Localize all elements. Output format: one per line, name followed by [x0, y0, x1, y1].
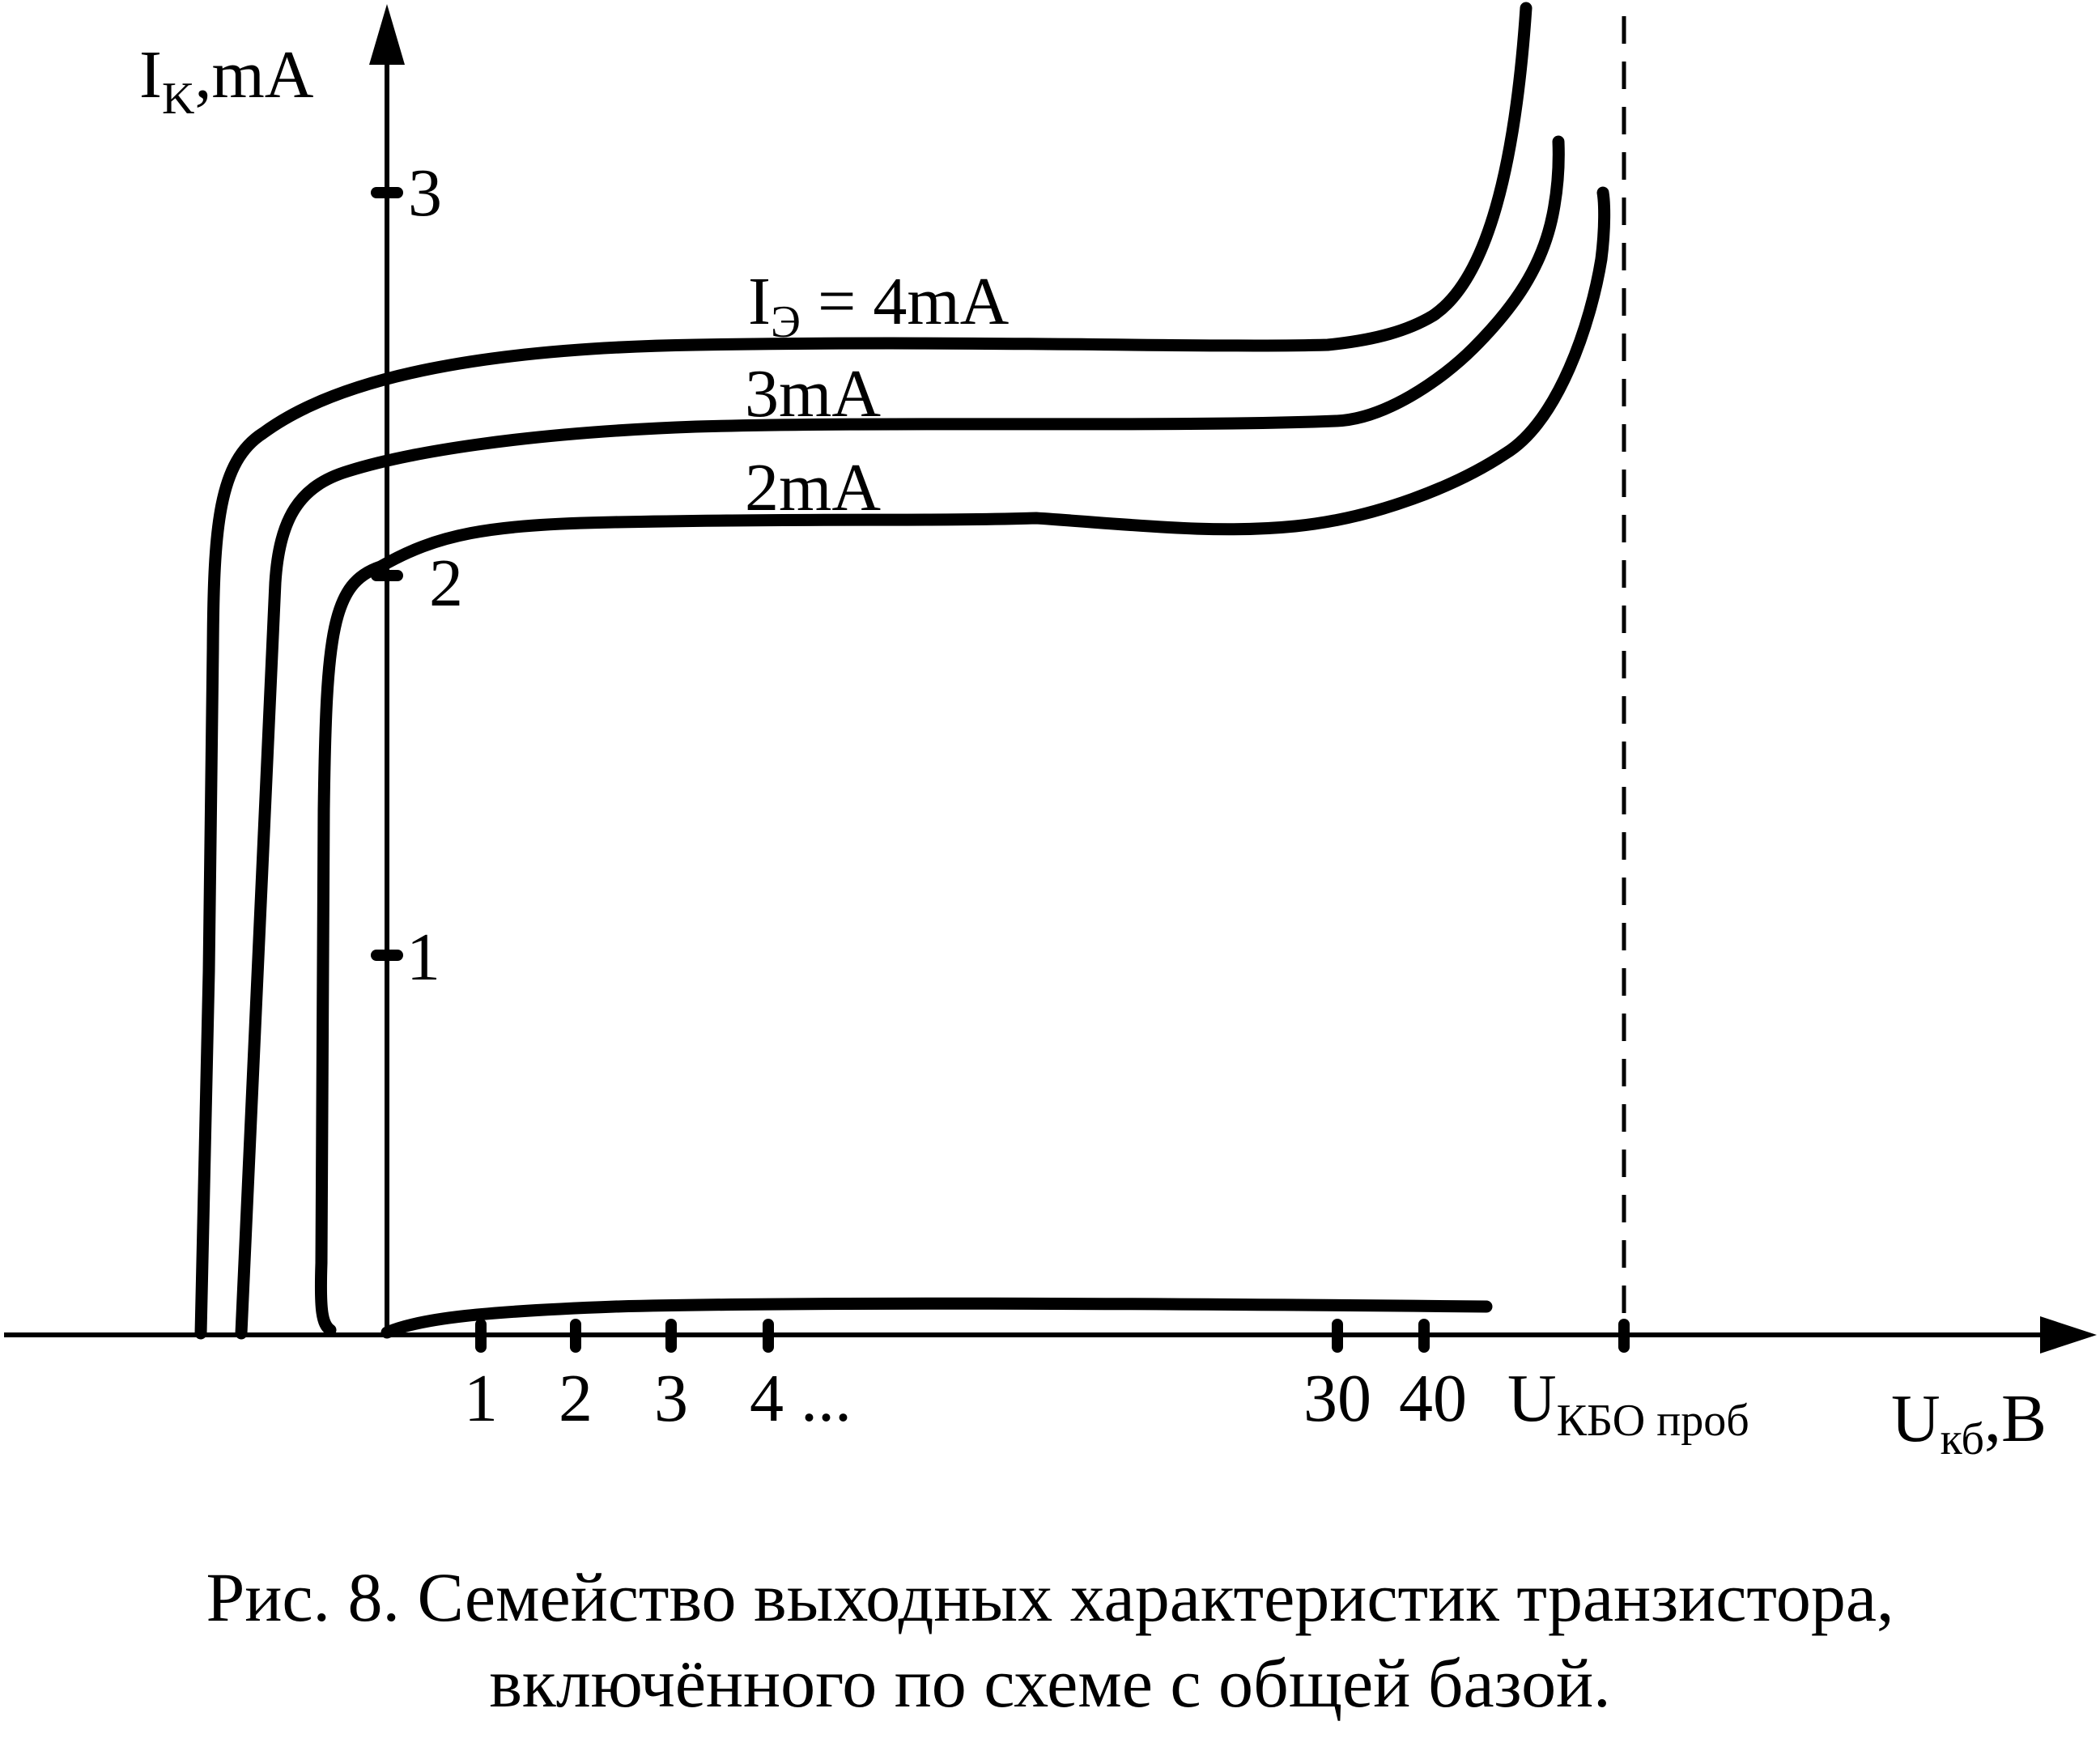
y-tick-label-1: 1 — [406, 920, 440, 995]
x-axis-label-sub: кб — [1941, 1414, 1984, 1464]
curve-ie-4ma — [194, 2, 1532, 1340]
x-axis-label-main: U — [1891, 1381, 1941, 1456]
y-axis-label-sub: K — [162, 74, 194, 124]
series-label-4ma-rest: = 4mA — [801, 264, 1010, 339]
x-tick-label-1: 1 — [464, 1361, 498, 1436]
series-label-4ma-main: I — [748, 264, 771, 339]
series-label-2ma: 2mA — [745, 450, 881, 525]
y-axis-arrow — [369, 4, 405, 65]
x-axis-label-unit: ,B — [1984, 1381, 2047, 1456]
y-axis-label: IK,mA — [139, 37, 314, 124]
caption-line-1: Рис. 8. Семейство выходных характеристик… — [206, 1558, 1894, 1636]
curve-ie-0 — [380, 1297, 1493, 1339]
y-axis-label-unit: ,mA — [194, 37, 313, 113]
x-tick-label-30: 30 — [1303, 1361, 1371, 1436]
caption-line-2: включённого по схеме с общей базой. — [489, 1644, 1611, 1722]
y-tick-label-2: 2 — [429, 546, 463, 621]
x-axis-label: Uкб,B — [1891, 1381, 2047, 1464]
x-tick-label-4: 4 ... — [750, 1361, 852, 1436]
series-label-3ma: 3mA — [745, 356, 881, 431]
series-label-4ma: IЭ = 4mA — [748, 264, 1010, 347]
x-tick-label-2: 2 — [559, 1361, 593, 1436]
x-axis-arrow — [2040, 1316, 2097, 1354]
curve-ie-2ma — [314, 186, 1611, 1337]
breakdown-label-sub: КБО проб — [1557, 1396, 1749, 1446]
breakdown-label-main: U — [1507, 1361, 1557, 1436]
y-tick-label-3: 3 — [408, 155, 442, 231]
figure-caption: Рис. 8. Семейство выходных характеристик… — [0, 1554, 2100, 1726]
curve-ie-3ma — [235, 135, 1565, 1340]
x-tick-label-40: 40 — [1399, 1361, 1467, 1436]
series-label-4ma-sub: Э — [771, 297, 801, 347]
x-tick-label-3: 3 — [654, 1361, 688, 1436]
breakdown-voltage-label: UКБО проб — [1507, 1361, 1749, 1446]
y-axis-label-main: I — [139, 37, 162, 113]
